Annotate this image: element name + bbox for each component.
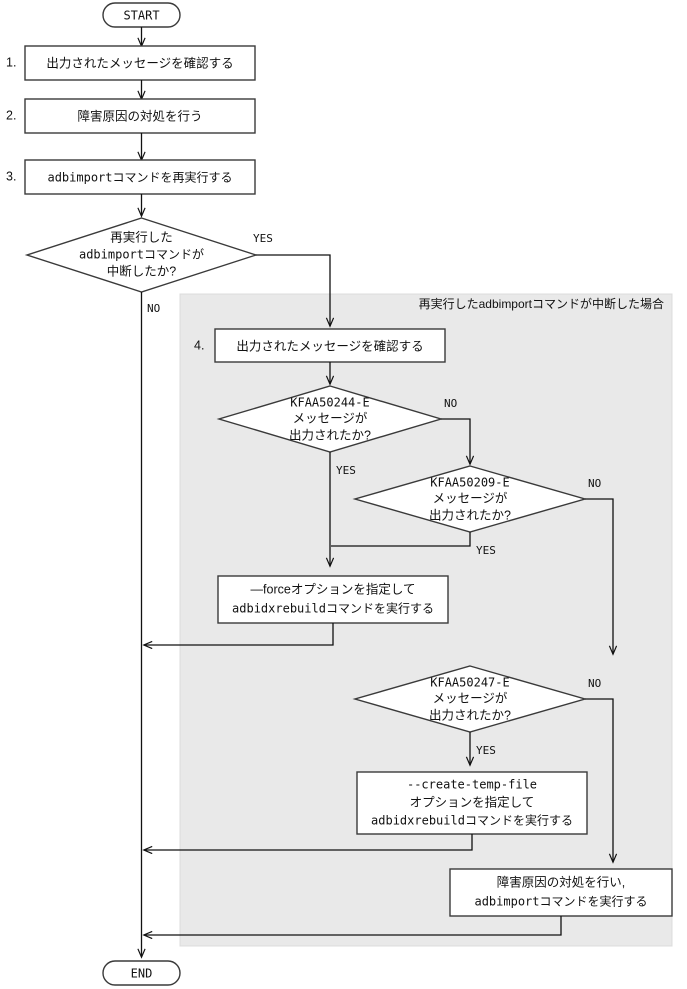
action-temp-line-1: --create-temp-file — [407, 778, 537, 792]
decision-3-line-1: KFAA50209-E — [430, 476, 509, 490]
process-step-1 — [24, 45, 256, 81]
edge-decision3-yes — [331, 532, 471, 547]
action-temp-line-2: オプションを指定して — [410, 794, 535, 809]
action-handle-cause-and-import — [449, 868, 673, 917]
step-4-number: 4. — [194, 338, 204, 352]
end-label: END — [131, 967, 153, 981]
decision-4-line-3: 出力されたか? — [429, 708, 511, 722]
edge-decision2-no — [441, 418, 470, 464]
edge-force-to-spine — [144, 623, 334, 645]
end-terminator — [102, 960, 181, 986]
edge-temp-to-spine — [144, 834, 473, 850]
process-step-4 — [214, 328, 446, 363]
process-step-3 — [24, 159, 256, 195]
decision-2-line-2: メッセージが — [293, 410, 368, 425]
decision-1-no-label: NO — [147, 302, 160, 315]
edge-cause-to-spine — [144, 916, 562, 935]
decision-2-yes-label: YES — [336, 464, 356, 477]
step-3-label: adbimportコマンドを再実行する — [47, 170, 232, 185]
decision-2-line-1: KFAA50244-E — [290, 396, 369, 410]
decision-3-yes-label: YES — [476, 544, 496, 557]
decision-4-yes-label: YES — [476, 744, 496, 757]
step-1-label: 出力されたメッセージを確認する — [46, 55, 233, 70]
decision-4-line-1: KFAA50247-E — [430, 676, 509, 690]
panel-caption: 再実行したadbimportコマンドが中断した場合 — [419, 296, 664, 311]
decision-1-yes-label: YES — [253, 232, 273, 245]
edge-decision3-no — [585, 498, 613, 654]
decision-3-line-2: メッセージが — [433, 490, 508, 505]
action-cause-line-2: adbimportコマンドを実行する — [474, 894, 647, 909]
step-2-label: 障害原因の対処を行う — [77, 108, 202, 123]
action-force-rebuild — [217, 575, 449, 624]
step-2-number: 2. — [6, 108, 16, 122]
decision-4-line-2: メッセージが — [433, 690, 508, 705]
decision-4-no-label: NO — [588, 677, 601, 690]
edge-decision1-yes — [256, 254, 330, 326]
step-4-label: 出力されたメッセージを確認する — [236, 338, 423, 353]
decision-3-no-label: NO — [588, 477, 601, 490]
action-temp-line-3: adbidxrebuildコマンドを実行する — [371, 813, 573, 828]
start-label: START — [123, 9, 159, 23]
decision-1-line-2: adbimportコマンドが — [79, 247, 204, 262]
action-force-line-2: adbidxrebuildコマンドを実行する — [232, 601, 434, 616]
action-cause-line-1: 障害原因の対処を行い, — [497, 874, 625, 889]
decision-1-line-1: 再実行した — [110, 229, 173, 244]
edge-decision4-no — [585, 698, 613, 862]
decision-1-line-3: 中断したか? — [107, 263, 177, 278]
action-force-line-1: —forceオプションを指定して — [251, 581, 416, 596]
step-3-number: 3. — [6, 169, 16, 183]
step-1-number: 1. — [6, 55, 16, 69]
process-step-2 — [24, 98, 256, 134]
action-create-temp-file-rebuild — [356, 771, 588, 835]
decision-2-no-label: NO — [444, 397, 457, 410]
decision-2-line-3: 出力されたか? — [289, 428, 371, 442]
decision-3-line-3: 出力されたか? — [429, 508, 511, 522]
